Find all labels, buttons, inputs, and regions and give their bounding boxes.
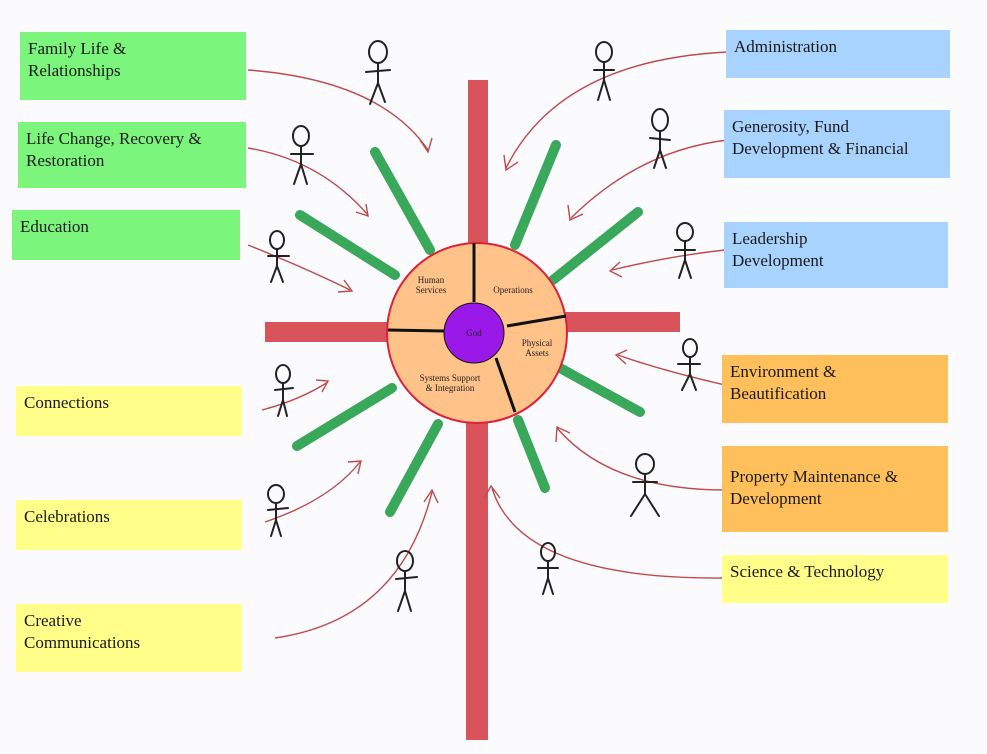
arrowhead-environment [614, 349, 628, 365]
spoke-upper-left-b [295, 210, 400, 280]
arrowhead-science [483, 484, 501, 499]
spoke-lower-right-a [555, 363, 645, 417]
spoke-lower-right-b [513, 415, 550, 493]
arrowhead-family-life [419, 137, 433, 154]
arrowhead-life-change [355, 203, 369, 218]
cross-horizontal-left [265, 322, 390, 342]
arrowheads [315, 137, 628, 504]
segment-operations: Operations [493, 285, 533, 295]
spoke-upper-right-b [548, 207, 643, 285]
arrowhead-leadership [608, 261, 623, 278]
arrow-science [491, 487, 726, 579]
arrow-celebrations [264, 461, 361, 523]
arrowhead-connections [315, 379, 330, 393]
cross-horizontal-right [565, 312, 680, 332]
stick-figure-2 [290, 125, 314, 185]
stick-figure-10 [677, 338, 701, 391]
box-science: Science & Technology [722, 555, 948, 603]
green-spokes [292, 140, 645, 517]
spoke-upper-right-a [510, 140, 561, 250]
stick-figure-3 [267, 230, 290, 283]
arrowhead-creative [423, 488, 439, 504]
stick-figure-5 [267, 484, 289, 537]
center-label: God [466, 328, 482, 338]
box-leadership: Leadership Development [724, 222, 948, 288]
stick-figure-11 [630, 453, 660, 517]
arrow-creative [274, 491, 433, 639]
stick-figure-7 [593, 41, 615, 101]
arrow-life-change [247, 147, 369, 216]
box-life-change: Life Change, Recovery & Restoration [18, 122, 246, 188]
arrow-environment [617, 354, 726, 386]
arrowhead-generosity [567, 204, 584, 222]
segment-systems-support: Systems Support& Integration [420, 373, 481, 393]
arrows [247, 51, 729, 639]
arrowhead-celebrations [347, 460, 362, 475]
cross-vertical-top [468, 80, 488, 250]
box-creative-communications: Creative Communications [16, 604, 242, 672]
box-connections: Connections [16, 386, 242, 436]
arrow-administration [505, 51, 729, 169]
arrow-leadership [611, 249, 726, 271]
arrow-generosity [570, 139, 729, 219]
center-circle [443, 302, 505, 364]
arrow-family-life [247, 69, 429, 151]
box-family-life: Family Life & Relationships [20, 32, 246, 100]
spoke-upper-left-a [370, 147, 435, 255]
arrow-property [556, 427, 726, 491]
arrow-connections [261, 381, 329, 411]
red-cross [265, 80, 680, 740]
box-education: Education [12, 210, 240, 260]
stick-figure-9 [674, 222, 696, 279]
cross-vertical-bottom [466, 410, 488, 740]
arrowhead-education [337, 279, 354, 293]
stick-figure-6 [395, 550, 418, 612]
box-property: Property Maintenance & Development [722, 446, 948, 532]
spoke-lower-left-a [292, 383, 397, 451]
box-generosity: Generosity, Fund Development & Financial [724, 110, 950, 178]
hub-dividers [387, 243, 567, 413]
arrow-education [247, 244, 351, 291]
arrowhead-property [555, 425, 571, 443]
stick-figure-1 [365, 40, 391, 105]
box-celebrations: Celebrations [16, 500, 242, 550]
spoke-lower-left-b [385, 419, 443, 517]
stick-figure-12 [537, 542, 559, 595]
box-administration: Administration [726, 30, 950, 78]
stick-figure-8 [649, 108, 671, 169]
box-environment: Environment & Beautification [722, 355, 948, 423]
stick-figures [267, 40, 701, 612]
stick-figure-4 [274, 364, 294, 417]
arrowhead-administration [503, 154, 519, 172]
